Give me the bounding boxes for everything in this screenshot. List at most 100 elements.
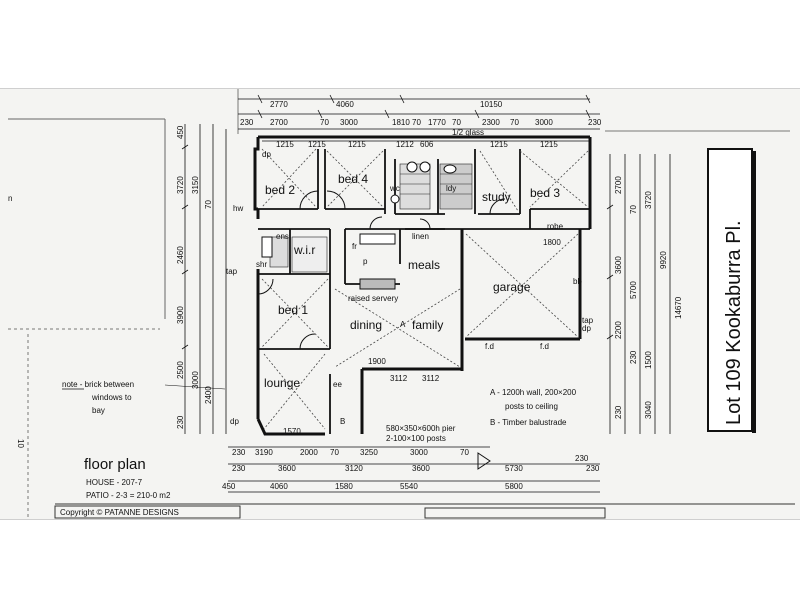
dim-top-r2-6: 70 xyxy=(412,118,421,127)
marker-dp-2: dp xyxy=(582,324,591,333)
dim-inner-1: 1570 xyxy=(283,427,301,436)
dim-left-5: 2460 xyxy=(176,246,185,264)
dim-inner-3: 3112 xyxy=(390,374,408,383)
dim-bot-r2-4: 3600 xyxy=(412,464,430,473)
dim-left-8: 3000 xyxy=(191,371,200,389)
copyright-text: Copyright © PATANNE DESIGNS xyxy=(60,508,179,517)
room-wir: w.i.r xyxy=(293,243,315,257)
dim-inner-5: 1800 xyxy=(543,238,561,247)
dim-bot-r2-2: 3600 xyxy=(278,464,296,473)
dim-top-r2-1: 230 xyxy=(240,118,254,127)
dim-top-r2-4: 3000 xyxy=(340,118,358,127)
room-study: study xyxy=(482,190,511,204)
dim-top-r2-2: 2700 xyxy=(270,118,288,127)
dim-top-1: 2770 xyxy=(270,100,288,109)
dim-inner-4: 3112 xyxy=(422,374,440,383)
dim-bot-r1-1: 230 xyxy=(232,448,246,457)
dim-bot-r1-4: 70 xyxy=(330,448,339,457)
marker-a-1: A xyxy=(400,320,406,329)
dim-bot-r3-5: 5800 xyxy=(505,482,523,491)
room-bed3: bed 3 xyxy=(530,186,560,200)
dim-left-4: 70 xyxy=(204,200,213,209)
dim-left-9: 2400 xyxy=(204,386,213,404)
dim-bot-r1-7: 70 xyxy=(460,448,469,457)
dim-bot-r2-6: 230 xyxy=(575,454,589,463)
copyright-box xyxy=(54,505,241,519)
plan-title: floor plan xyxy=(84,456,146,473)
room-ens: ens xyxy=(276,232,289,241)
lot-label: Lot 109 Kookaburra Pl. xyxy=(723,220,745,425)
dim-bot-r1-5: 3250 xyxy=(360,448,378,457)
room-pantry: p xyxy=(363,257,368,266)
dim-bot-r2-3: 3120 xyxy=(345,464,363,473)
dim-left-3: 3150 xyxy=(191,176,200,194)
dim-right-7: 1500 xyxy=(644,351,653,369)
dimension-lines xyxy=(184,98,671,493)
room-bed4: bed 4 xyxy=(338,172,368,186)
dim-top-r2-10: 70 xyxy=(510,118,519,127)
pier-note-1: 580×350×600h pier xyxy=(386,424,456,433)
room-shr: shr xyxy=(256,260,267,269)
dim-bot-r1-6: 3000 xyxy=(410,448,428,457)
room-garage: garage xyxy=(493,280,531,294)
room-wc: wc xyxy=(389,184,400,193)
note-brick-line2: windows to xyxy=(91,393,132,402)
dim-top-r3-6: 1215 xyxy=(490,140,508,149)
dim-top-3: 10150 xyxy=(480,100,503,109)
marker-dp-1: dp xyxy=(262,150,271,159)
house-area: HOUSE - 207-7 xyxy=(86,478,143,487)
dim-top-r2-3: 70 xyxy=(320,118,329,127)
room-ee: ee xyxy=(333,380,342,389)
dim-bot-r3-3: 1580 xyxy=(335,482,353,491)
dim-right-10: 9920 xyxy=(659,251,668,269)
patio-area: PATIO - 2-3 = 210-0 m2 xyxy=(86,491,171,500)
dim-inner-2: 1900 xyxy=(368,357,386,366)
dim-right-3: 3600 xyxy=(614,256,623,274)
dim-right-2: 3720 xyxy=(644,191,653,209)
room-dining: dining xyxy=(350,318,382,332)
dim-bot-r1-2: 3190 xyxy=(255,448,273,457)
floor-plan-drawing: 2770 4060 10150 230 2700 70 3000 1810 70… xyxy=(8,89,795,519)
dim-top-r2-8: 70 xyxy=(452,118,461,127)
wet-area-hatching xyxy=(269,163,473,273)
dim-left-2: 3720 xyxy=(176,176,185,194)
dimension-ticks xyxy=(181,94,614,350)
side-marker-10: 10 xyxy=(16,439,25,448)
dim-top-r3-1: 1215 xyxy=(276,140,294,149)
room-fridge: fr xyxy=(352,242,357,251)
dim-top-r2-5: 1810 xyxy=(392,118,410,127)
side-marker-n: n xyxy=(8,194,12,203)
dim-top-r2-9: 2300 xyxy=(482,118,500,127)
legend-a: A - 1200h wall, 200×200 xyxy=(490,388,577,397)
marker-tap-1: tap xyxy=(226,267,238,276)
room-robe: robe xyxy=(547,222,564,231)
toilet-icon xyxy=(443,164,457,174)
room-meals: meals xyxy=(408,258,440,272)
note-brick-line3: bay xyxy=(92,406,105,415)
marker-dp-3: dp xyxy=(230,417,239,426)
room-servery: raised servery xyxy=(348,294,398,303)
direction-arrow-icon xyxy=(477,452,491,470)
dim-top-r2-11: 3000 xyxy=(535,118,553,127)
dim-top-r3-7: 1215 xyxy=(540,140,558,149)
dim-top-2: 4060 xyxy=(336,100,354,109)
dim-bot-r2-1: 230 xyxy=(232,464,246,473)
legend-b: B - Timber balustrade xyxy=(490,418,567,427)
dim-bot-r2-5: 5730 xyxy=(505,464,523,473)
dim-top-r3-4: 1212 xyxy=(396,140,414,149)
dim-left-10: 230 xyxy=(176,415,185,429)
dim-right-11: 14670 xyxy=(674,296,683,319)
legend-a-2: posts to ceiling xyxy=(505,402,558,411)
dim-right-1: 2700 xyxy=(614,176,623,194)
fixtures xyxy=(261,161,457,290)
dim-bot-r3-1: 450 xyxy=(222,482,236,491)
dim-right-6: 230 xyxy=(629,350,638,364)
door-swings xyxy=(257,190,506,350)
room-bed1: bed 1 xyxy=(278,303,308,317)
dim-right-4: 5700 xyxy=(629,281,638,299)
marker-bb: bb xyxy=(573,277,582,286)
marker-b: B xyxy=(340,417,345,426)
basin-icon xyxy=(406,161,418,173)
dim-left-1: 450 xyxy=(176,125,185,139)
dim-top-r2-12: 230 xyxy=(588,118,602,127)
